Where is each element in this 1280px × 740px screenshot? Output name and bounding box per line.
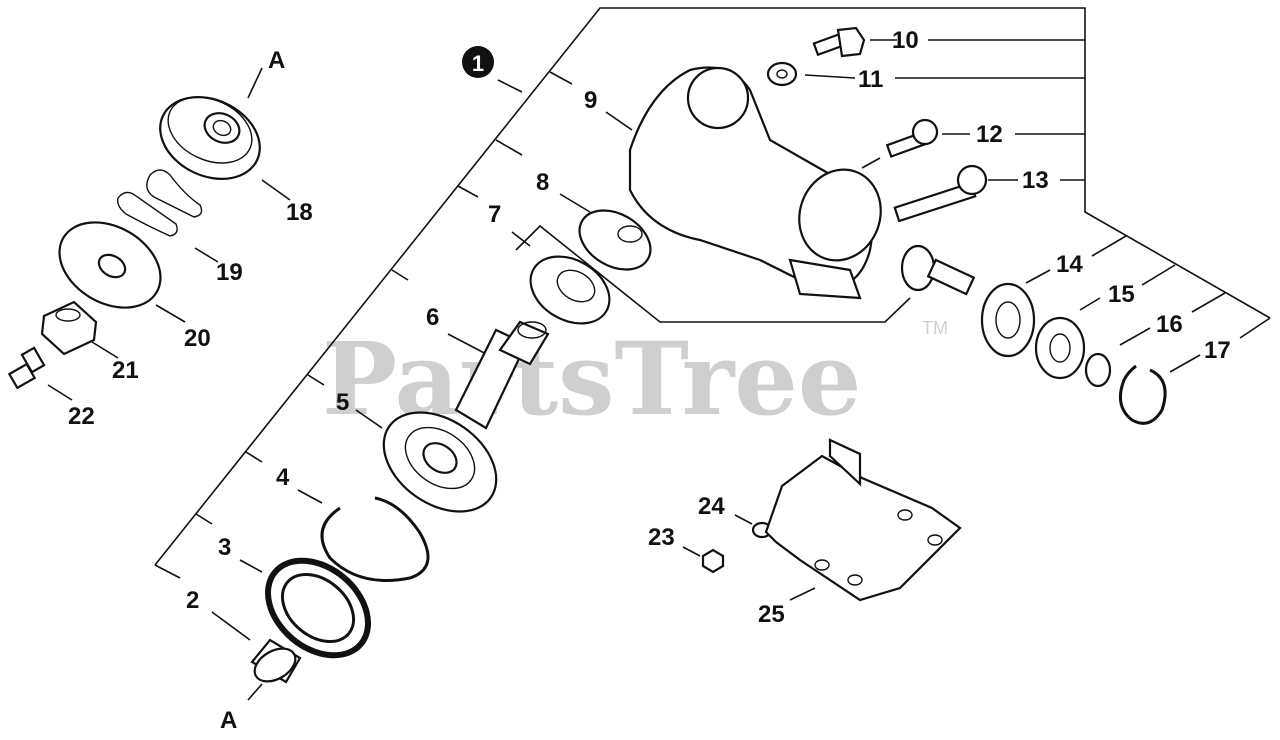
part-12-bolt <box>885 118 939 158</box>
part-label-3: 3 <box>218 534 231 561</box>
part-label-23: 23 <box>648 524 675 551</box>
part-label-8: 8 <box>536 169 549 196</box>
part-labels: 2 3 4 5 6 7 8 9 10 11 12 13 14 15 16 17 … <box>68 27 1231 628</box>
part-pinion-gear <box>900 244 976 296</box>
part-label-16: 16 <box>1156 311 1183 338</box>
part-label-2: 2 <box>186 587 199 614</box>
part-label-22: 22 <box>68 403 95 430</box>
part-6-shaft <box>454 320 550 430</box>
assembly-bracket-lines <box>154 7 1271 579</box>
part-20-plate <box>58 221 162 309</box>
part-2-bushing <box>250 638 302 684</box>
part-label-20: 20 <box>184 325 211 352</box>
part-17-snap-ring <box>1118 364 1167 425</box>
part-9-gear-case <box>628 66 882 300</box>
part-4-snap-ring <box>320 496 430 582</box>
part-18-drive-plate <box>159 96 261 180</box>
part-label-4: 4 <box>276 464 290 491</box>
part-16-ring <box>1084 352 1112 388</box>
part-23-nut <box>701 548 725 574</box>
assembly-callout: 1 <box>462 46 494 78</box>
part-label-10: 10 <box>892 27 919 54</box>
part-22-bolt <box>7 346 46 390</box>
part-5-bearing <box>382 411 498 513</box>
part-3-seal <box>264 557 372 659</box>
section-mark-bottom: A <box>220 707 237 734</box>
part-label-17: 17 <box>1204 337 1231 364</box>
part-label-21: 21 <box>112 357 139 384</box>
part-11-washer <box>766 61 798 87</box>
part-label-12: 12 <box>976 121 1003 148</box>
part-8-bearing <box>578 209 652 271</box>
part-label-6: 6 <box>426 304 439 331</box>
part-13-bolt <box>893 164 988 223</box>
part-label-5: 5 <box>336 389 349 416</box>
part-label-18: 18 <box>286 199 313 226</box>
part-label-7: 7 <box>488 201 501 228</box>
part-19-clip <box>116 169 203 237</box>
part-21-nut <box>40 300 98 356</box>
part-label-25: 25 <box>758 601 785 628</box>
part-label-14: 14 <box>1056 251 1083 278</box>
assembly-callout-number: 1 <box>472 51 484 76</box>
part-15-bearing <box>1034 316 1086 380</box>
watermark-trademark: TM <box>922 318 948 338</box>
part-label-15: 15 <box>1108 281 1135 308</box>
part-label-19: 19 <box>216 259 243 286</box>
part-label-9: 9 <box>584 87 597 114</box>
part-10-bolt <box>812 26 866 58</box>
section-mark-top: A <box>268 47 285 74</box>
leader-lines <box>47 39 1201 701</box>
part-label-11: 11 <box>858 66 883 93</box>
part-25-bracket <box>764 438 962 602</box>
part-label-13: 13 <box>1022 167 1049 194</box>
part-14-bearing <box>980 282 1036 358</box>
part-7-gear <box>529 255 611 325</box>
part-label-24: 24 <box>698 493 725 520</box>
